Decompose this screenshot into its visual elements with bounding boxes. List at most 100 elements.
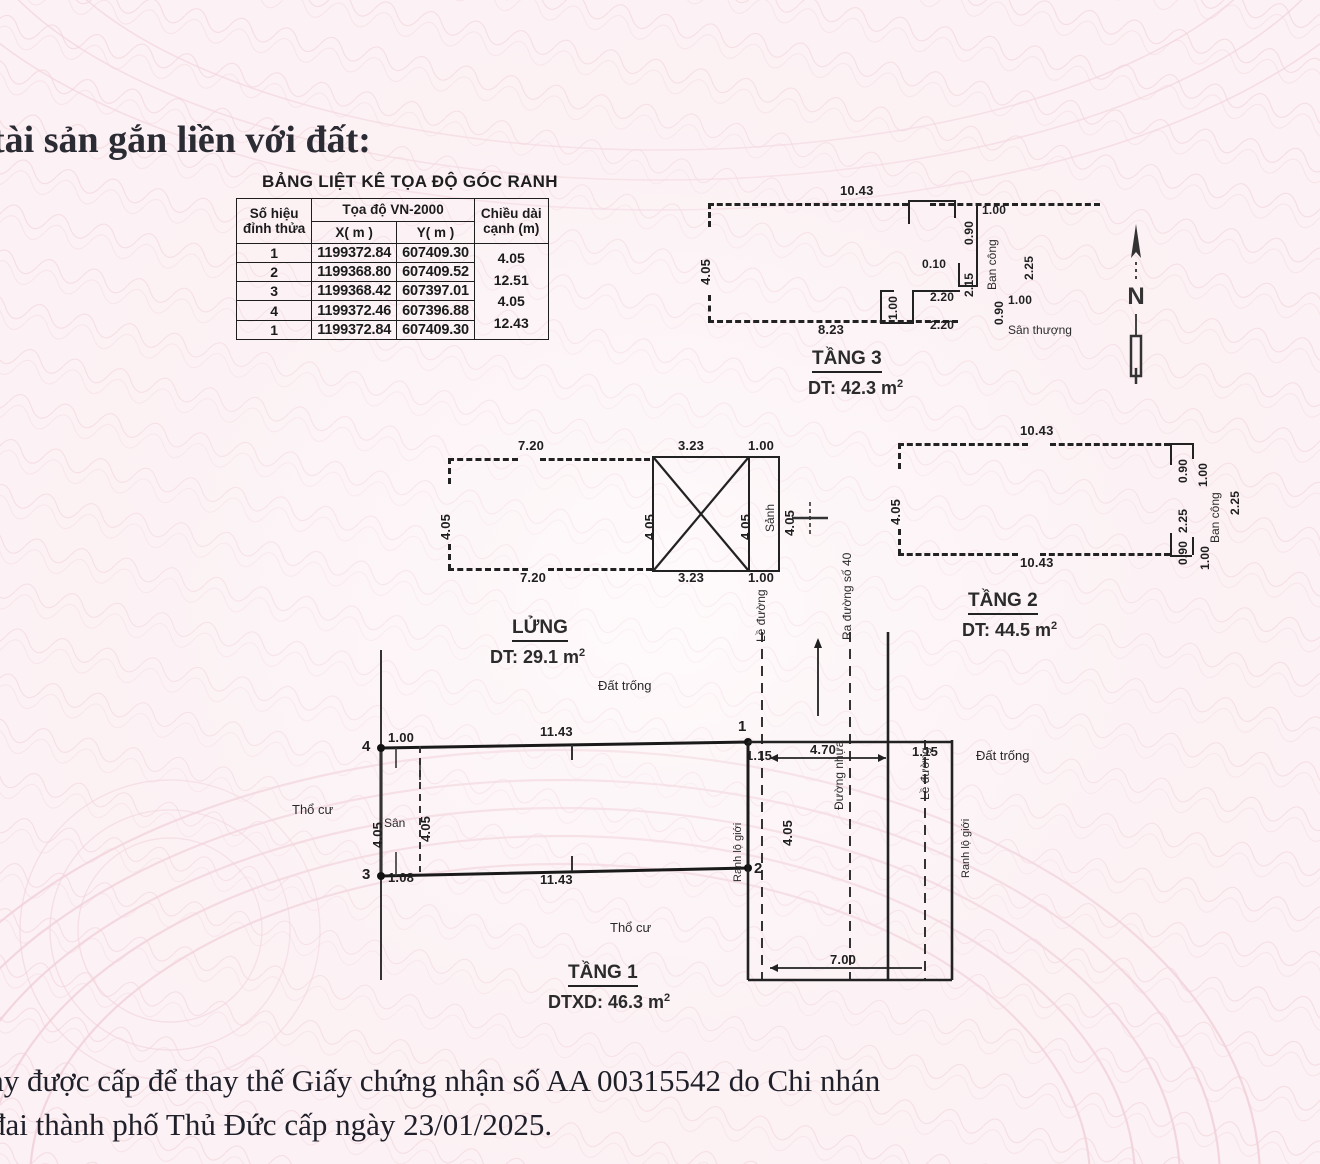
label-tang1-asphalt-road: Đường nhựa — [832, 740, 846, 810]
cell-x: 1199372.84 — [311, 319, 398, 340]
dim-tang3-220a: 2.20 — [930, 290, 955, 304]
coordinate-table-block: BẢNG LIỆT KÊ TỌA ĐỘ GÓC RANH Số hiệu đỉn… — [235, 172, 558, 340]
floor-plan-lung: 7.20 7.20 4.05 4.05 3.23 3.23 1.00 1.00 … — [430, 438, 830, 600]
label-tang1-residential-bottom: Thổ cư — [610, 920, 652, 935]
cell-y: 607409.52 — [396, 262, 475, 283]
footer-line-2: đai thành phố Thủ Đức cấp ngày 23/01/202… — [0, 1106, 553, 1142]
dim-lung-void-top: 3.23 — [678, 438, 705, 453]
dim-tang2-090b: 0.90 — [1176, 540, 1190, 565]
dim-tang3-220b: 2.20 — [930, 318, 955, 332]
area-lung-value: DT: 29.1 m — [490, 647, 580, 667]
dim-tang3-100a: 1.00 — [982, 203, 1007, 217]
coordinate-table: Số hiệu đỉnh thửa Tọa độ VN-2000 Chiều d… — [235, 197, 549, 340]
dim-tang3-090b: 0.90 — [992, 300, 1006, 325]
cell-point: 4 — [235, 300, 313, 321]
dim-tang1-top: 11.43 — [540, 724, 573, 739]
corner-label-2: 2 — [754, 860, 763, 877]
dim-tang2-100a: 1.00 — [1196, 462, 1210, 487]
dim-tang1-left: 4.05 — [370, 821, 385, 848]
dim-lung-far-right: 4.05 — [782, 509, 797, 536]
dim-tang3-top: 10.43 — [840, 183, 874, 198]
cell-y: 607409.30 — [396, 319, 475, 340]
cell-point: 1 — [235, 319, 313, 340]
area-tang1-value: DTXD: 46.3 m — [548, 992, 665, 1012]
label-tang3-balcony: Ban công — [985, 239, 999, 290]
area-tang2-value: DT: 44.5 m — [962, 620, 1052, 640]
dim-tang3-bottom: 8.23 — [818, 322, 845, 337]
dim-lung-right-top: 1.00 — [748, 438, 775, 453]
dim-tang2-100b: 1.00 — [1198, 545, 1212, 570]
floor-plan-tang1: 4 3 1 2 11.43 11.43 1.00 1.08 4.05 4.05 … — [292, 553, 1029, 1020]
north-arrow-icon: N — [1118, 218, 1158, 393]
dim-tang1-bottom-left: 1.08 — [388, 870, 415, 885]
dim-tang1-road-offset-1: 1.15 — [746, 748, 773, 763]
dim-lung-void-bottom: 3.23 — [678, 570, 705, 585]
dim-tang3-100b: 1.00 — [886, 295, 900, 320]
cell-x: 1199368.80 — [311, 262, 398, 283]
compass-label: N — [1127, 283, 1144, 310]
dim-tang3-215: 2.15 — [962, 272, 976, 297]
label-tang1-yard: Sân — [384, 816, 406, 830]
label-lung-hall: Sảnh — [763, 503, 777, 532]
header-side-length: Chiều dài cạnh (m) — [473, 197, 549, 245]
corner-label-4: 4 — [362, 738, 371, 755]
title-tang1: TẦNG 1 — [568, 962, 638, 987]
cell-y: 607397.01 — [396, 281, 475, 302]
label-tang1-boundary-1: Ranh lộ giới — [732, 822, 744, 882]
title-tang2: TẦNG 2 — [968, 590, 1038, 615]
area-tang3: DT: 42.3 m2 — [808, 378, 904, 398]
title-tang3: TẦNG 3 — [812, 348, 882, 373]
dim-tang3-225: 2.25 — [1022, 255, 1036, 280]
dim-lung-bottom: 7.20 — [520, 570, 547, 585]
dim-tang1-top-left: 1.00 — [388, 730, 415, 745]
title-lung: LỬNG — [512, 617, 568, 642]
dim-tang1-bottom: 11.43 — [540, 872, 573, 887]
dim-tang2-225a: 2.25 — [1176, 508, 1190, 533]
label-tang1-sidewalk-3: Lề đường — [918, 747, 932, 800]
cell-point: 2 — [235, 262, 313, 283]
header-x: X( m ) — [311, 220, 398, 245]
footer-line-1: ày được cấp để thay thế Giấy chứng nhận … — [0, 1063, 881, 1098]
cell-x: 1199372.84 — [311, 243, 398, 264]
dim-tang1-right: 4.05 — [780, 819, 795, 846]
label-tang1-sidewalk-1: Lề đường — [754, 589, 768, 642]
dim-tang2-top: 10.43 — [1020, 423, 1054, 438]
floor-plan-tang2: 10.43 10.43 4.05 0.90 1.00 2.25 2.25 0.9… — [880, 423, 1242, 590]
area-lung: DT: 29.1 m2 — [490, 647, 586, 667]
cell-side-lengths: 4.05 12.51 4.05 12.43 — [473, 243, 549, 340]
header-coord-group: Tọa độ VN-2000 — [311, 198, 475, 222]
table-row: 1 1199372.84 607409.30 4.05 12.51 4.05 1… — [235, 243, 549, 340]
dim-tang3-left: 4.05 — [698, 258, 713, 285]
label-tang1-vacant-right: Đất trống — [976, 748, 1030, 763]
dim-tang3-100c: 1.00 — [1008, 293, 1033, 307]
header-point: Số hiệu đỉnh thửa — [235, 197, 313, 245]
area-tang1: DTXD: 46.3 m2 — [548, 992, 671, 1012]
label-tang3-terrace: Sân thượng — [1008, 323, 1072, 337]
corner-label-3: 3 — [362, 866, 371, 883]
label-tang1-road-exit: Ra đường số 40 — [840, 552, 854, 640]
dim-tang1-road-bottom: 7.00 — [830, 952, 857, 967]
cell-point: 3 — [235, 281, 313, 302]
cell-x: 1199372.46 — [311, 300, 398, 321]
area-tang2: DT: 44.5 m2 — [962, 620, 1058, 640]
dim-tang2-090a: 0.90 — [1176, 458, 1190, 483]
corner-label-1: 1 — [738, 718, 747, 735]
footer-text: ày được cấp để thay thế Giấy chứng nhận … — [0, 1060, 1320, 1148]
cell-point: 1 — [235, 243, 313, 264]
header-y: Y( m ) — [396, 220, 475, 245]
floor-plan-tang3: 10.43 8.23 4.05 0.90 1.00 2.15 2.25 0.10… — [690, 183, 1110, 405]
dim-lung-left: 4.05 — [438, 513, 453, 540]
dim-tang3-090a: 0.90 — [962, 220, 976, 245]
area-tang3-value: DT: 42.3 m — [808, 378, 898, 398]
dim-lung-top: 7.20 — [518, 438, 545, 453]
dim-lung-right-bottom: 1.00 — [748, 570, 775, 585]
page-title: tài sản gắn liền với đất: — [0, 119, 371, 161]
coordinate-table-caption: BẢNG LIỆT KÊ TỌA ĐỘ GÓC RANH — [262, 172, 558, 191]
cell-y: 607396.88 — [396, 300, 475, 321]
table-header-row: Số hiệu đỉnh thửa Tọa độ VN-2000 Chiều d… — [235, 197, 549, 245]
dim-tang2-225b: 2.25 — [1228, 490, 1242, 515]
label-tang2-balcony: Ban công — [1208, 492, 1222, 543]
cell-x: 1199368.42 — [311, 281, 398, 302]
dim-tang2-left: 4.05 — [888, 498, 903, 525]
dim-lung-inner-right: 4.05 — [738, 513, 753, 540]
